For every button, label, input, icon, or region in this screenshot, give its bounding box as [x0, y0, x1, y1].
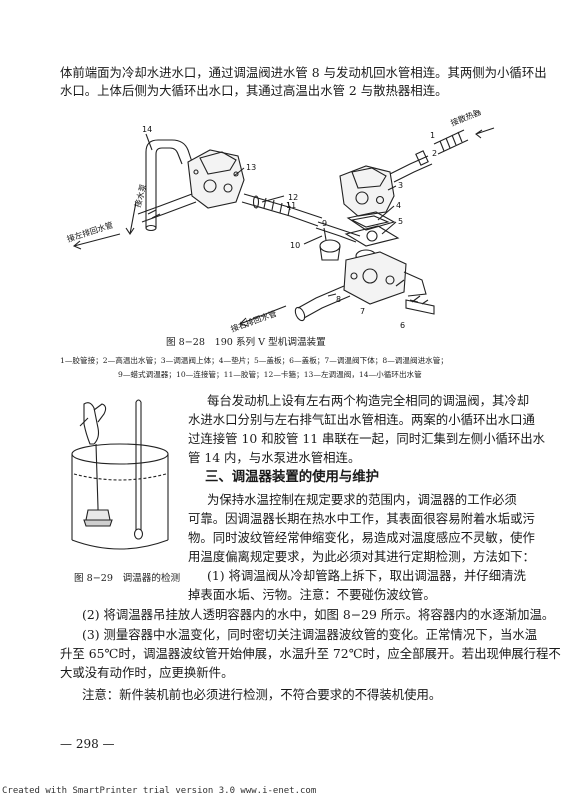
body-text-line: 水口。上体后侧为大循环出水口，其通过高温出水管 2 与散热器相连。	[60, 83, 448, 98]
part-label: 4	[396, 201, 401, 210]
body-text-line: 为保持水温控制在规定要求的范围内，调温器的工作必须	[207, 492, 517, 507]
note-text: 注意：新件装机前也必须进行检测，不符合要求的不得装机使用。	[82, 687, 442, 702]
body-text-line: 体前端面为冷却水进水口，通过调温阀进水管 8 与发动机回水管相连。其两侧为小循环…	[60, 65, 547, 80]
part-label: 6	[400, 321, 405, 330]
body-text-line: 可靠。因调温器长期在热水中工作，其表面很容易附着水垢或污	[188, 511, 535, 526]
label-to-radiator: 接散热器	[449, 110, 482, 128]
part-label: 2	[432, 149, 437, 158]
thermostat-assembly-figure: 14 13 12 11 10 9 1 2 3 4 5 6 7 8 接散热器 接左…	[66, 110, 495, 334]
part-label: 10	[290, 241, 300, 250]
section-title: 三、调温器装置的使用与维护	[205, 470, 380, 485]
figure-caption: 图 8−28 190 系列 V 型机调温装置	[166, 337, 326, 348]
body-text-line: 管 14 内，与水泵进水管相连。	[188, 450, 361, 465]
label-to-right-return: 接右排回水管	[229, 308, 278, 334]
body-text-line: 每台发动机上设有左右两个构造完全相同的调温阀，其冷却	[207, 393, 530, 408]
figure-legend: 9—蜡式调温器；10—连接管；11—胶管；12—卡箍；13—左调温阀，14—小循…	[118, 370, 422, 379]
figure-caption: 图 8−29 调温器的检测	[74, 573, 181, 584]
body-text-line: (3) 测量容器中水温变化，同时密切关注调温器波纹管的变化。正常情况下，当水温	[82, 627, 538, 642]
body-text-line: 过连接管 10 和胶管 11 串联在一起，同时汇集到左侧小循环出水	[188, 431, 546, 446]
body-text-line: 大或没有动作时，应更换新件。	[60, 665, 234, 680]
part-label: 12	[288, 193, 298, 202]
body-text-line: (1) 将调温阀从冷却管路上拆下，取出调温器，并仔细清洗	[207, 568, 526, 583]
page-number: — 298 —	[60, 737, 115, 751]
part-label: 9	[322, 219, 327, 228]
body-text-line: 水进水口分别与左右排气缸出水管相连。两案的小循环出水口通	[188, 412, 535, 427]
part-label: 8	[336, 295, 341, 304]
part-label: 1	[430, 131, 435, 140]
body-text-line: 掉表面水垢、污物。注意：不要碰伤波纹管。	[188, 587, 436, 602]
figure-legend: 1—胶管接；2—高温出水管；3—调温阀上体；4—垫片；5—盖板；6—盖板；7—调…	[60, 356, 448, 365]
part-label: 7	[360, 307, 365, 316]
part-label: 5	[398, 217, 403, 226]
part-label: 14	[142, 125, 152, 134]
part-label: 13	[246, 163, 256, 172]
thermostat-test-figure	[71, 399, 169, 550]
body-text-line: 用温度偏离规定要求，为此必须对其进行定期检测，方法如下：	[188, 549, 535, 564]
watermark-footer: Created with SmartPrinter trial version …	[2, 786, 317, 796]
label-to-left-return: 接左排回水管	[66, 220, 115, 244]
part-label: 11	[286, 201, 296, 210]
body-text-line: 升至 65℃时，调温器波纹管开始伸展，水温升至 72℃时，应全部展开。若出现伸展…	[60, 646, 561, 661]
body-text-line: (2) 将调温器吊挂放人透明容器内的水中，如图 8−29 所示。将容器内的水逐渐…	[82, 607, 555, 622]
body-text-line: 物。同时波纹管经常伸缩变化，易造成对温度感应不灵敏，使作	[188, 530, 535, 545]
part-label: 3	[398, 181, 403, 190]
